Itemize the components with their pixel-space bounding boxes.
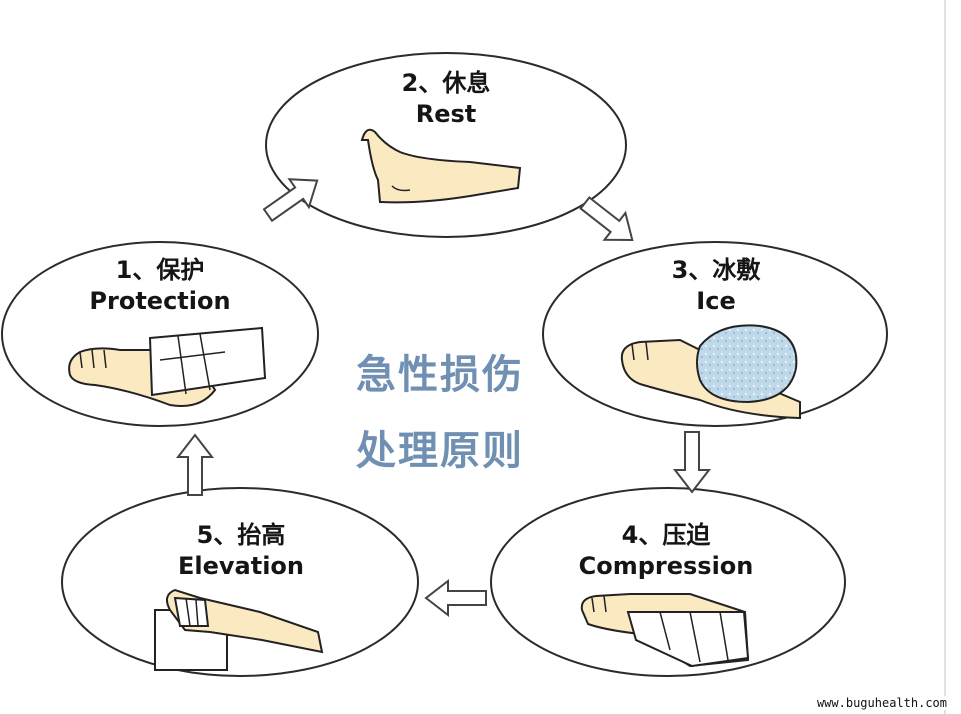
page-edge-divider <box>944 0 946 714</box>
arrow-protection-to-rest <box>262 178 319 223</box>
step-compression-number: 4、压迫 <box>621 521 711 549</box>
center-title-line2: 处理原则 <box>356 428 524 474</box>
arrow-rest-to-ice <box>579 196 634 241</box>
step-elevation-english: Elevation <box>177 552 304 580</box>
rest-leg-illustration <box>360 128 522 204</box>
step-rest-english: Rest <box>415 100 477 128</box>
step-rest-label: 2、休息 Rest <box>366 68 526 130</box>
ice-pack-icon <box>696 324 798 404</box>
step-ice-label: 3、冰敷 Ice <box>646 255 786 317</box>
center-title-line1: 急性损伤 <box>356 352 524 398</box>
step-compression-english: Compression <box>578 552 754 580</box>
step-ice-number: 3、冰敷 <box>671 256 761 284</box>
ellipse-elevation <box>61 487 419 677</box>
step-compression-label: 4、压迫 Compression <box>566 520 766 582</box>
step-ice-english: Ice <box>696 287 736 315</box>
ellipse-compression <box>490 487 846 677</box>
protection-foot-brace-illustration <box>68 326 267 407</box>
step-protection-english: Protection <box>89 287 231 315</box>
elevation-leg-box-illustration <box>154 588 324 671</box>
watermark-text: www.buguhealth.com <box>814 696 949 710</box>
ellipse-rest <box>265 52 627 238</box>
compression-foot-wrap-illustration <box>580 593 750 668</box>
step-elevation-label: 5、抬高 Elevation <box>156 520 326 582</box>
step-rest-number: 2、休息 <box>401 69 491 97</box>
step-protection-number: 1、保护 <box>115 256 205 284</box>
arrow-elevation-to-protection <box>175 433 215 496</box>
arrow-compression-to-elevation <box>424 578 487 618</box>
ice-foot-illustration <box>620 324 801 420</box>
step-elevation-number: 5、抬高 <box>196 521 286 549</box>
step-protection-label: 1、保护 Protection <box>70 255 250 317</box>
arrow-ice-to-compression <box>672 431 712 494</box>
